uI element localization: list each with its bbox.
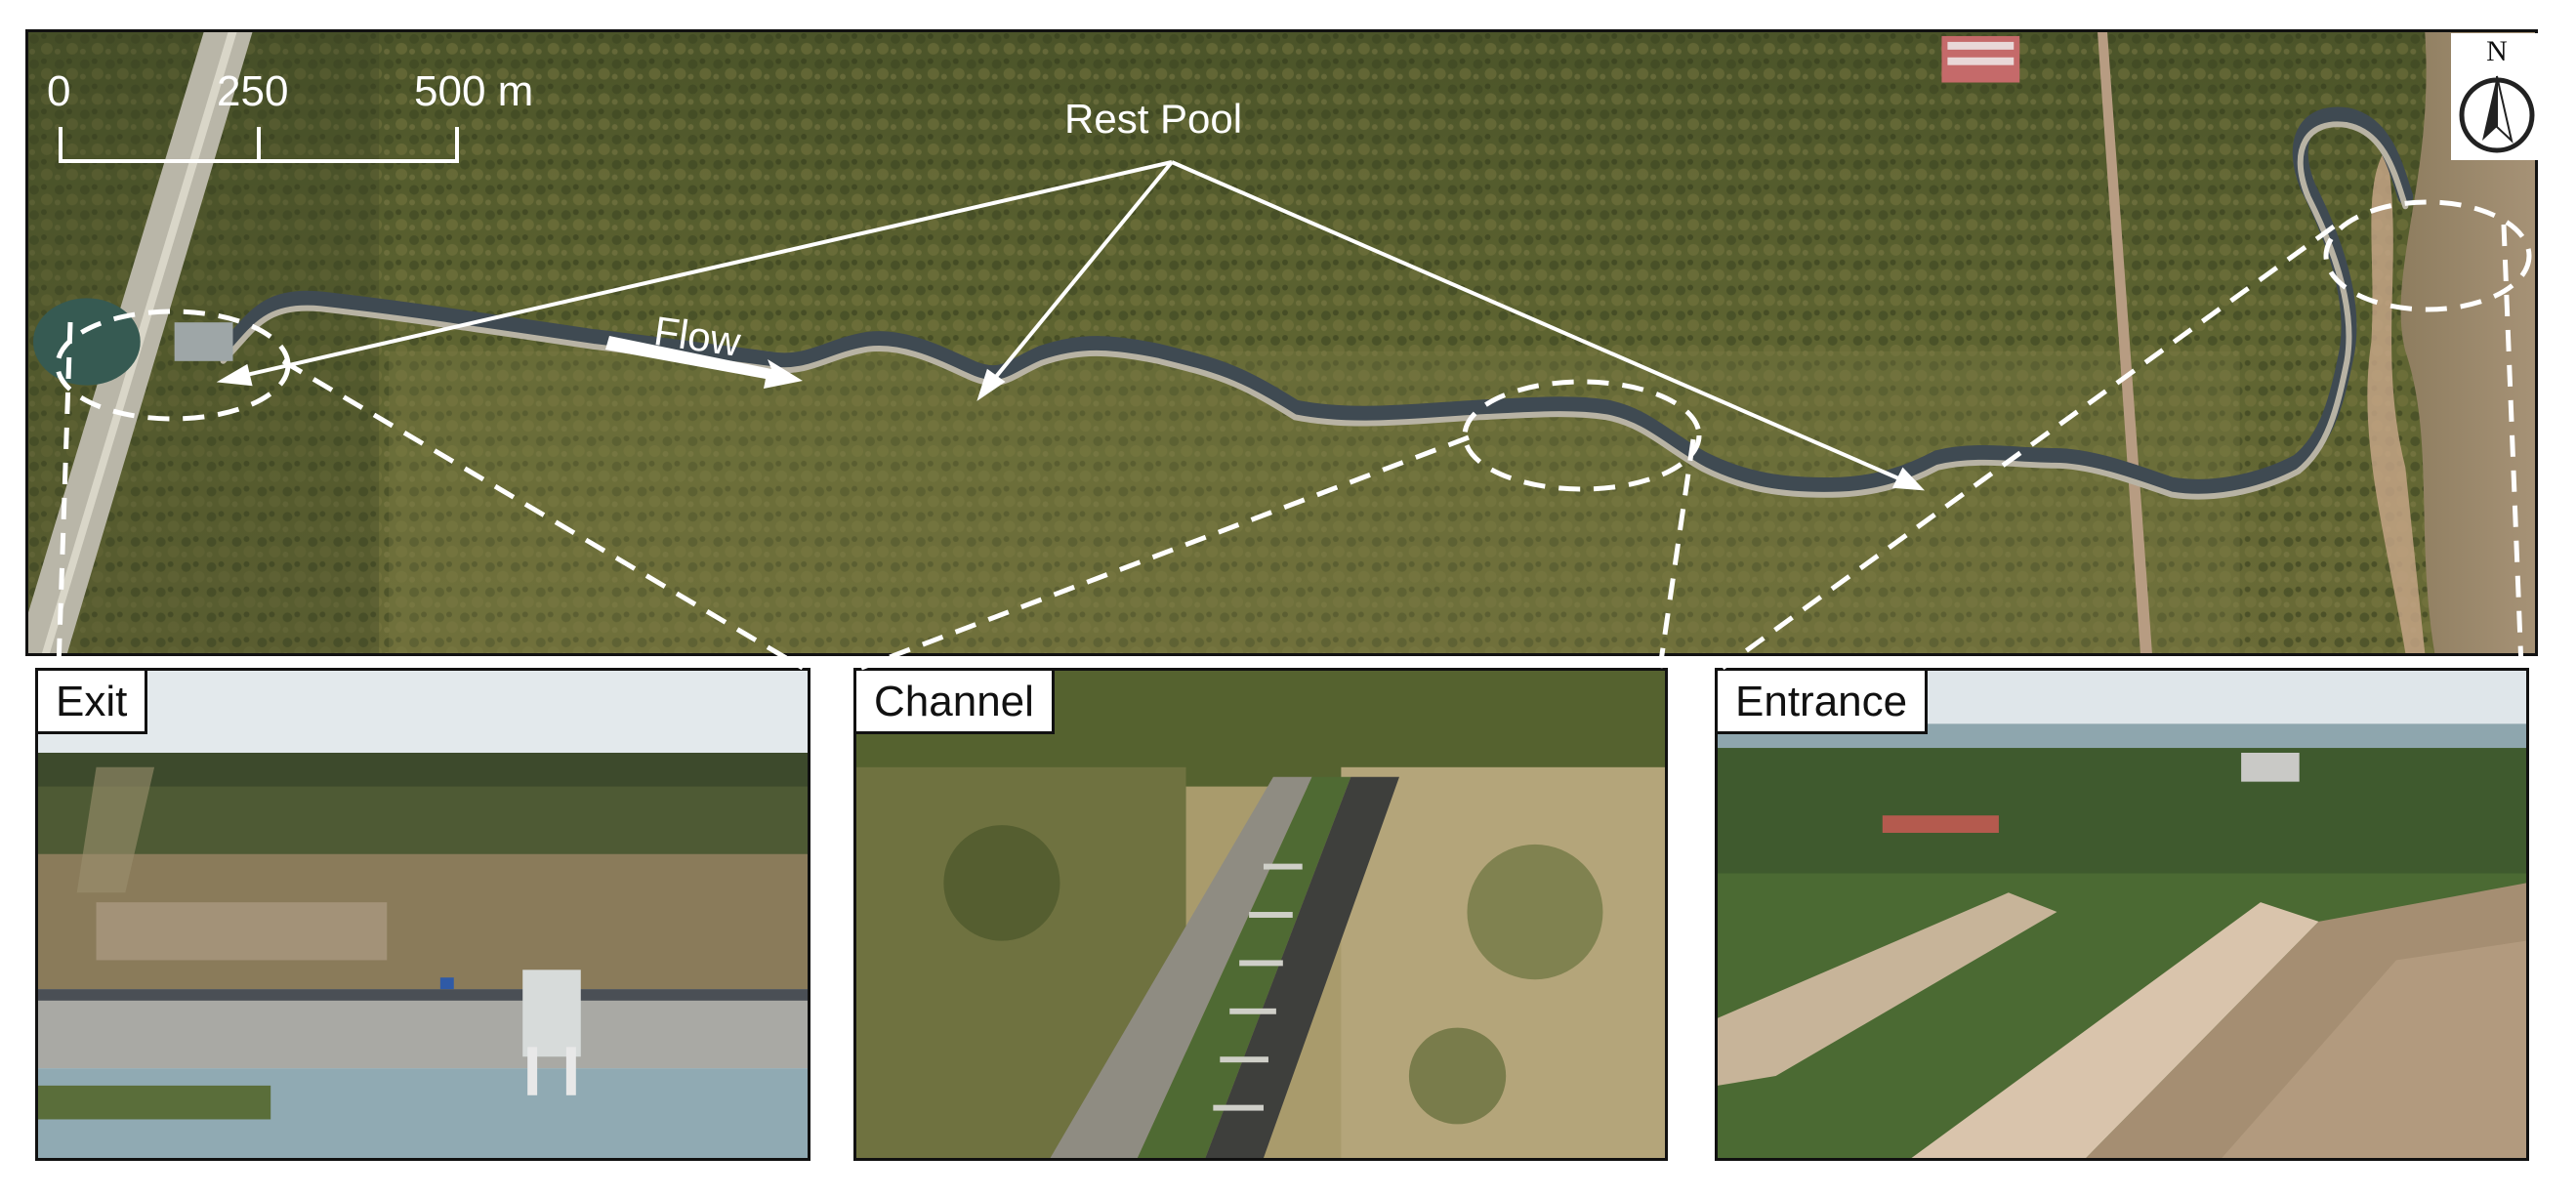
compass-icon — [2459, 75, 2535, 153]
entrance-label: Entrance — [1718, 671, 1929, 734]
north-arrow: N — [2451, 33, 2543, 160]
scale-label-500: 500 m — [414, 67, 534, 115]
aerial-overview-photo — [25, 29, 2538, 656]
north-label: N — [2486, 35, 2508, 67]
rest-pool-label: Rest Pool — [1064, 96, 1243, 142]
scale-label-250: 250 — [217, 67, 289, 115]
entrance-photo: Entrance — [1715, 668, 2529, 1161]
scale-label-0: 0 — [47, 67, 71, 115]
channel-label: Channel — [856, 671, 1055, 734]
channel-photo: Channel — [853, 668, 1668, 1161]
exit-label: Exit — [38, 671, 148, 734]
exit-photo: Exit — [35, 668, 810, 1161]
